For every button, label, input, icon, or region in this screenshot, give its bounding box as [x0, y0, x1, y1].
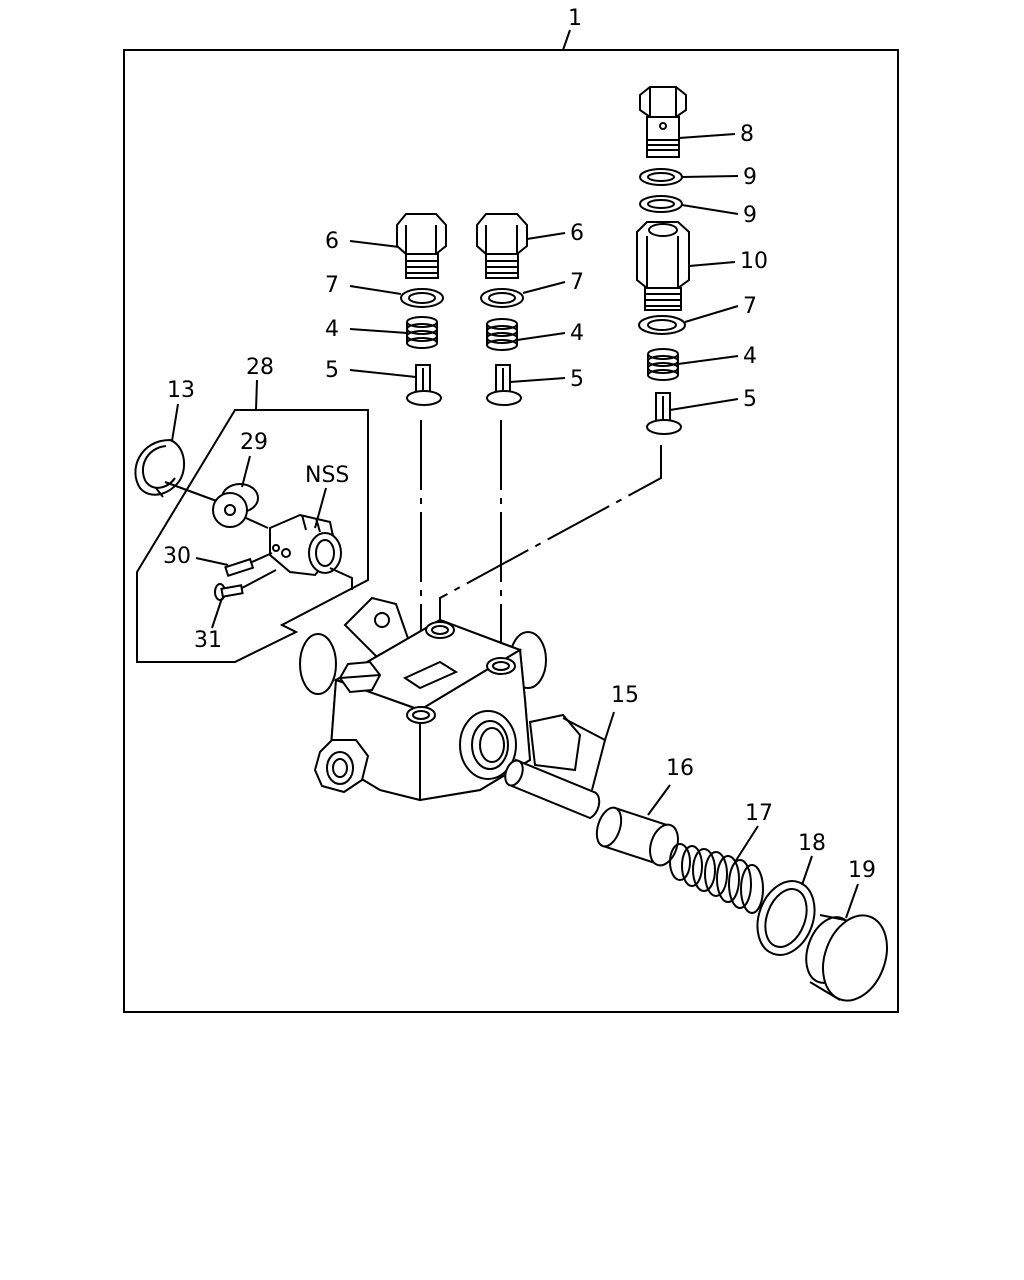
part-6-plug-a	[396, 213, 447, 279]
callout-nss: NSS	[305, 463, 349, 488]
axis-29-tappet	[245, 517, 269, 529]
callout-31: 31	[194, 628, 222, 653]
leader-9a	[681, 175, 739, 178]
callout-9a: 9	[743, 165, 757, 190]
leader-30	[195, 557, 229, 566]
leader-10	[688, 261, 736, 267]
callout-29: 29	[240, 430, 268, 455]
leader-5c	[669, 398, 739, 411]
callout-7b: 7	[570, 270, 584, 295]
callout-6a: 6	[325, 229, 339, 254]
leader-31	[211, 597, 223, 629]
leader-28	[255, 379, 258, 411]
part-13-snap-ring	[134, 438, 186, 498]
part-5-valve-c	[646, 392, 682, 435]
leader-6b	[526, 232, 566, 240]
part-pump-body	[299, 596, 582, 802]
callout-13: 13	[167, 378, 195, 403]
callout-8: 8	[740, 122, 754, 147]
part-5-valve-a	[406, 364, 442, 406]
part-18-gasket	[756, 880, 816, 956]
part-4-spring-b	[486, 318, 518, 351]
leader-1	[562, 29, 571, 51]
leader-nss	[314, 487, 327, 529]
leader-4b	[516, 332, 566, 341]
part-4-spring-c	[647, 348, 679, 381]
callout-6b: 6	[570, 221, 584, 246]
leader-7b	[522, 281, 566, 294]
part-9-washer-a-hole	[647, 172, 675, 182]
callout-15: 15	[611, 683, 639, 708]
callout-1: 1	[568, 6, 582, 31]
leader-6a	[349, 240, 400, 248]
leader-4a	[349, 328, 408, 334]
leader-17	[734, 825, 759, 863]
subassembly-28-outline	[136, 409, 369, 663]
leader-7a	[349, 285, 402, 295]
part-10-adapter	[636, 221, 690, 311]
callout-7a: 7	[325, 273, 339, 298]
leader-16	[647, 784, 671, 816]
callout-9b: 9	[743, 203, 757, 228]
callout-16: 16	[666, 756, 694, 781]
callout-7c: 7	[743, 294, 757, 319]
part-7-seal-c	[638, 315, 686, 335]
callout-5b: 5	[570, 367, 584, 392]
callout-4a: 4	[325, 317, 339, 342]
leader-7c	[684, 305, 739, 323]
part-9-washer-b	[639, 195, 683, 213]
part-9-washer-b-hole	[647, 199, 675, 209]
callout-18: 18	[798, 831, 826, 856]
part-7-seal-a	[400, 288, 444, 308]
leader-15	[591, 711, 615, 791]
callout-4c: 4	[743, 344, 757, 369]
leader-5b	[509, 377, 566, 383]
part-7-seal-b	[480, 288, 524, 308]
callout-17: 17	[745, 801, 773, 826]
leader-13	[171, 403, 179, 442]
part-19-cap	[805, 914, 888, 1002]
leader-19	[845, 883, 859, 919]
axis-13-29	[164, 481, 223, 504]
leader-15b	[562, 717, 606, 741]
leader-18	[801, 855, 813, 886]
part-4-spring-a	[406, 316, 438, 349]
assembly-frame	[123, 49, 899, 1013]
part-8-banjo-bolt	[639, 86, 687, 158]
callout-30: 30	[163, 544, 191, 569]
part-9-washer-a	[639, 168, 683, 186]
callout-4b: 4	[570, 321, 584, 346]
callout-5c: 5	[743, 387, 757, 412]
callout-5a: 5	[325, 358, 339, 383]
part-tappet-body	[269, 513, 353, 590]
part-5-valve-b	[486, 364, 522, 406]
part-7-seal-c-hole	[647, 319, 677, 331]
part-31-screw	[214, 569, 277, 601]
callout-19: 19	[848, 858, 876, 883]
part-7-seal-b-hole	[488, 292, 516, 304]
part-7-seal-a-hole	[408, 292, 436, 304]
leader-8	[678, 133, 736, 139]
leader-4c	[677, 355, 739, 365]
leader-9b	[681, 204, 739, 215]
leader-29	[241, 455, 251, 488]
part-29-roller	[212, 483, 259, 528]
callout-28: 28	[246, 355, 274, 380]
part-30-pin	[224, 552, 273, 578]
part-6-plug-b	[476, 213, 528, 279]
part-15-plunger	[504, 758, 601, 820]
part-17-spring	[669, 843, 764, 914]
leader-5a	[349, 369, 417, 378]
part-16-sleeve	[595, 806, 679, 867]
callout-10: 10	[740, 249, 768, 274]
